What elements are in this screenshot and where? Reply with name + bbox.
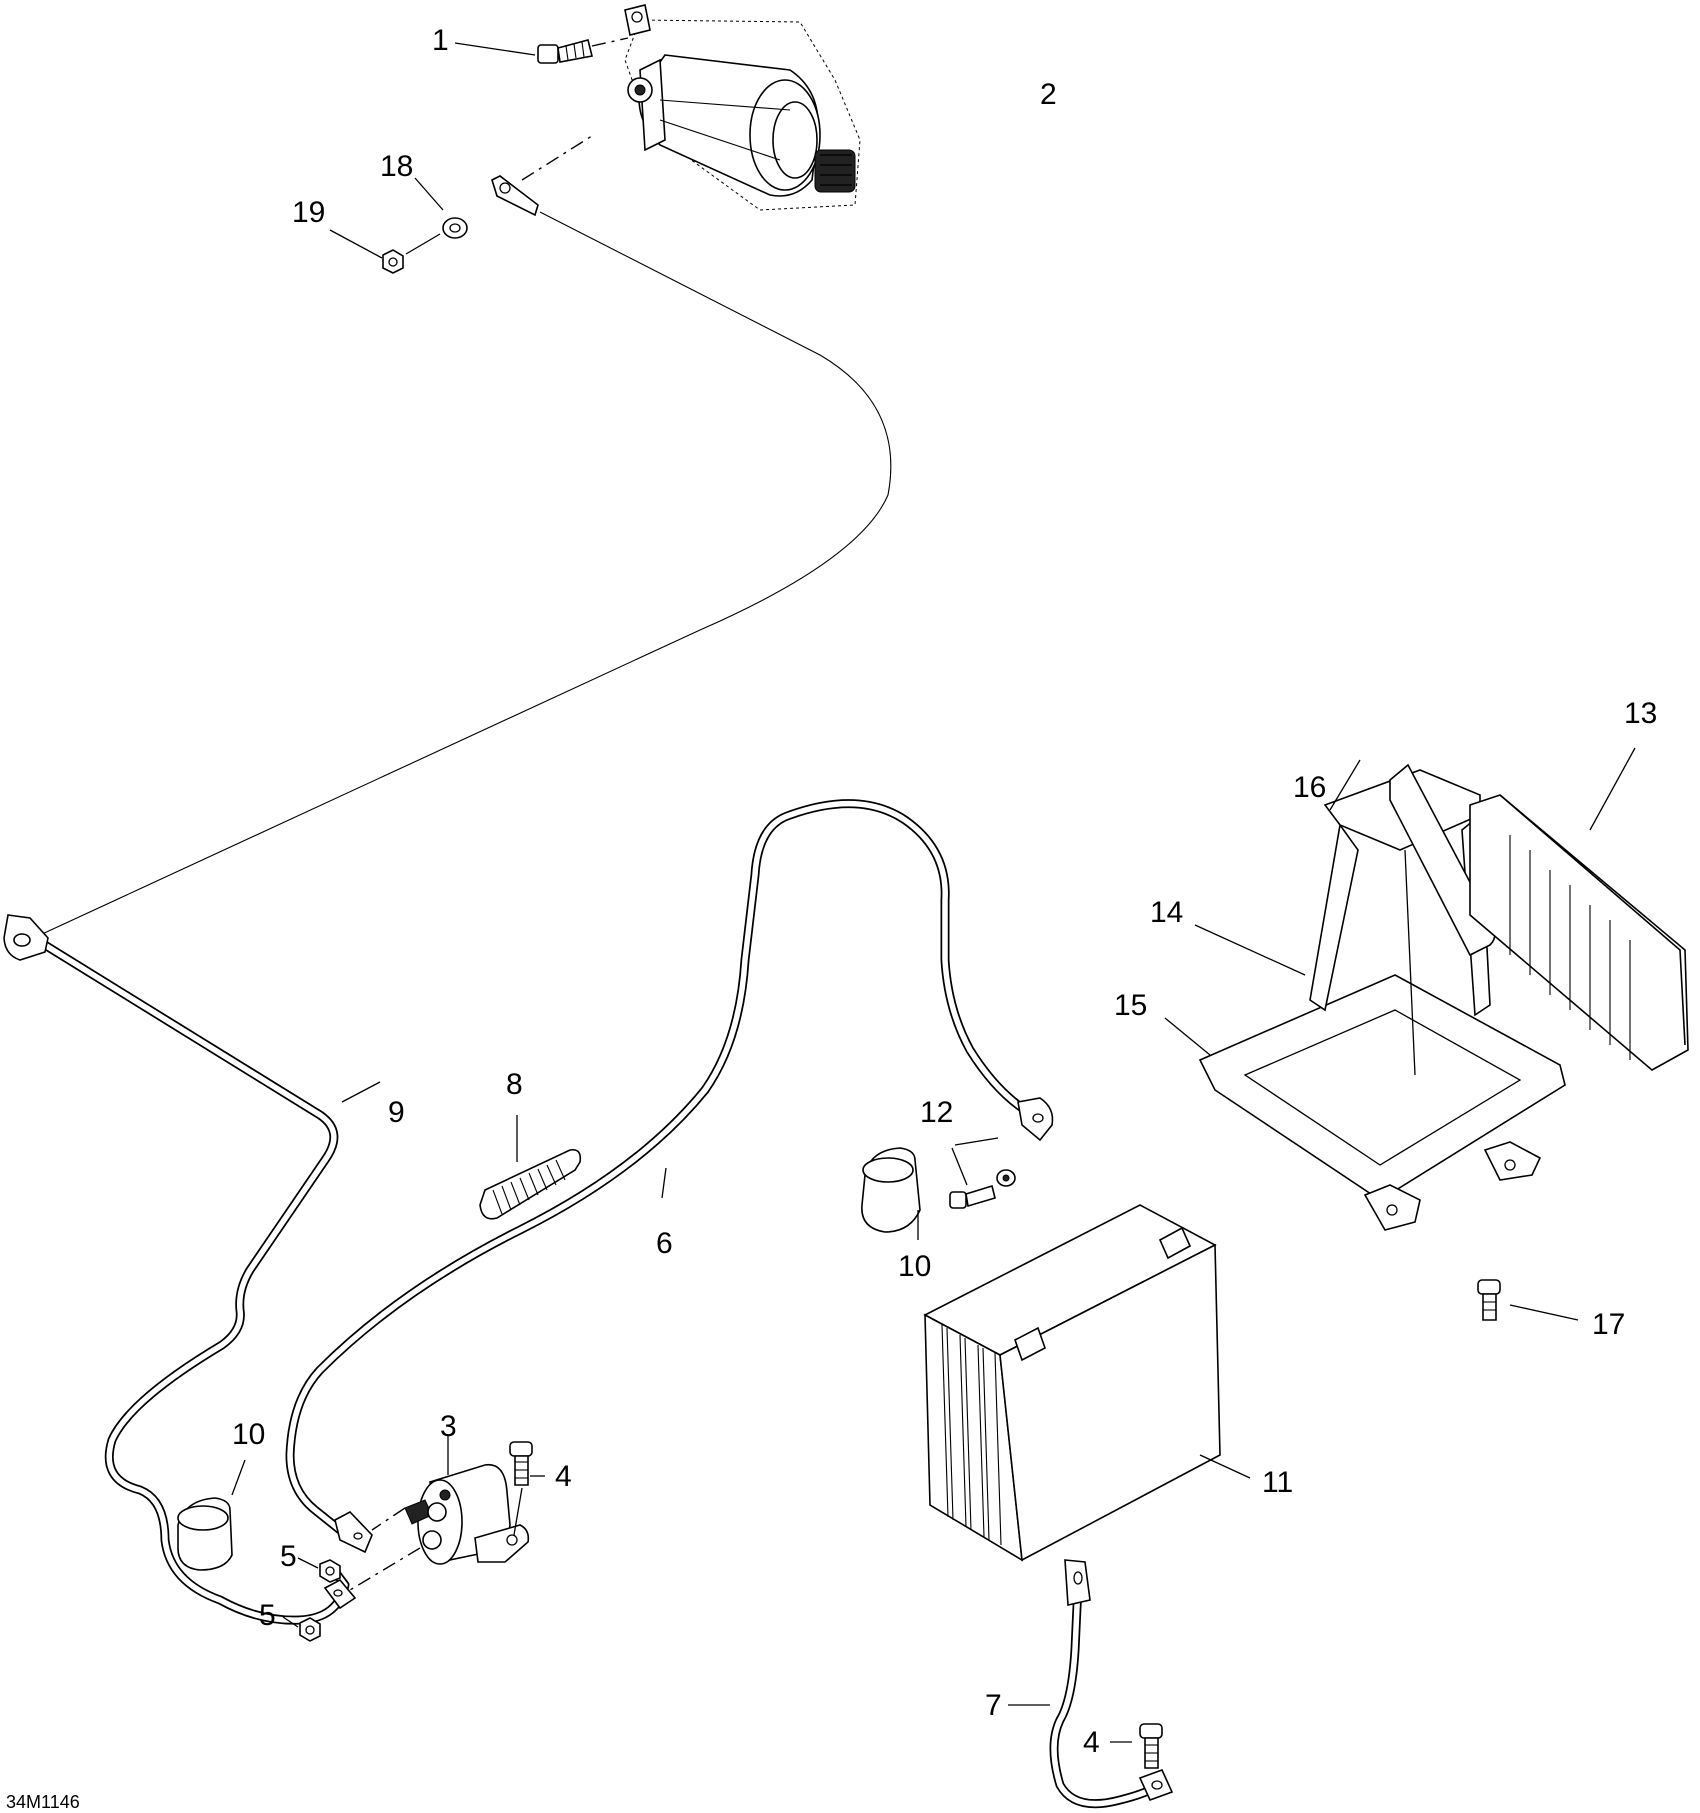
starter-motor bbox=[624, 4, 861, 211]
battery-tray-15 bbox=[1164, 974, 1566, 1231]
bolt-4-bottom bbox=[1110, 1723, 1163, 1769]
cap-10-upper bbox=[861, 1147, 921, 1240]
callout-2: 2 bbox=[1040, 78, 1057, 111]
callout-18: 18 bbox=[380, 150, 413, 183]
callout-6: 6 bbox=[656, 1227, 673, 1260]
nut-19 bbox=[329, 229, 441, 274]
battery-cover-13 bbox=[1469, 747, 1689, 1071]
callout-5-lower: 5 bbox=[259, 1599, 276, 1632]
battery-11 bbox=[923, 1204, 1251, 1562]
nut-5-lower bbox=[282, 1616, 321, 1642]
callout-4-bottom: 4 bbox=[1083, 1726, 1100, 1759]
callout-17: 17 bbox=[1592, 1308, 1625, 1341]
callout-19: 19 bbox=[292, 196, 325, 229]
starter-solenoid-3 bbox=[349, 1435, 530, 1591]
cable-7 bbox=[1008, 1559, 1174, 1809]
callout-1: 1 bbox=[432, 24, 449, 57]
callout-11: 11 bbox=[1262, 1466, 1293, 1499]
callout-8: 8 bbox=[506, 1068, 523, 1101]
ring-terminal-starter bbox=[491, 133, 596, 217]
callout-15: 15 bbox=[1114, 989, 1147, 1022]
callout-3: 3 bbox=[440, 1410, 457, 1443]
callout-14: 14 bbox=[1150, 896, 1183, 929]
thin-wire bbox=[39, 211, 892, 936]
bolt-1 bbox=[454, 37, 629, 64]
screw-12 bbox=[949, 1137, 1016, 1209]
bolt-4-solenoid bbox=[509, 1441, 545, 1536]
bolt-17 bbox=[1477, 1279, 1579, 1321]
nut-5-upper bbox=[297, 1557, 341, 1583]
callout-9: 9 bbox=[388, 1096, 405, 1129]
cap-10-lower bbox=[177, 1459, 246, 1571]
callout-12: 12 bbox=[920, 1096, 953, 1129]
washer-18 bbox=[414, 177, 468, 239]
callout-10-upper: 10 bbox=[898, 1250, 931, 1283]
cable-6 bbox=[285, 799, 1054, 1554]
callout-5-upper: 5 bbox=[280, 1540, 297, 1573]
drawing-code: 34M1146 bbox=[6, 1792, 80, 1812]
callout-7: 7 bbox=[985, 1689, 1002, 1722]
callout-13: 13 bbox=[1624, 697, 1657, 730]
callout-10-lower: 10 bbox=[232, 1418, 265, 1451]
callout-labels: 1 2 18 19 13 16 14 15 8 9 12 6 10 17 10 … bbox=[6, 24, 1657, 1812]
sleeve-8 bbox=[479, 1115, 582, 1220]
cable-9 bbox=[3, 914, 381, 1625]
callout-16: 16 bbox=[1293, 771, 1326, 804]
callout-4-solenoid: 4 bbox=[555, 1460, 572, 1493]
